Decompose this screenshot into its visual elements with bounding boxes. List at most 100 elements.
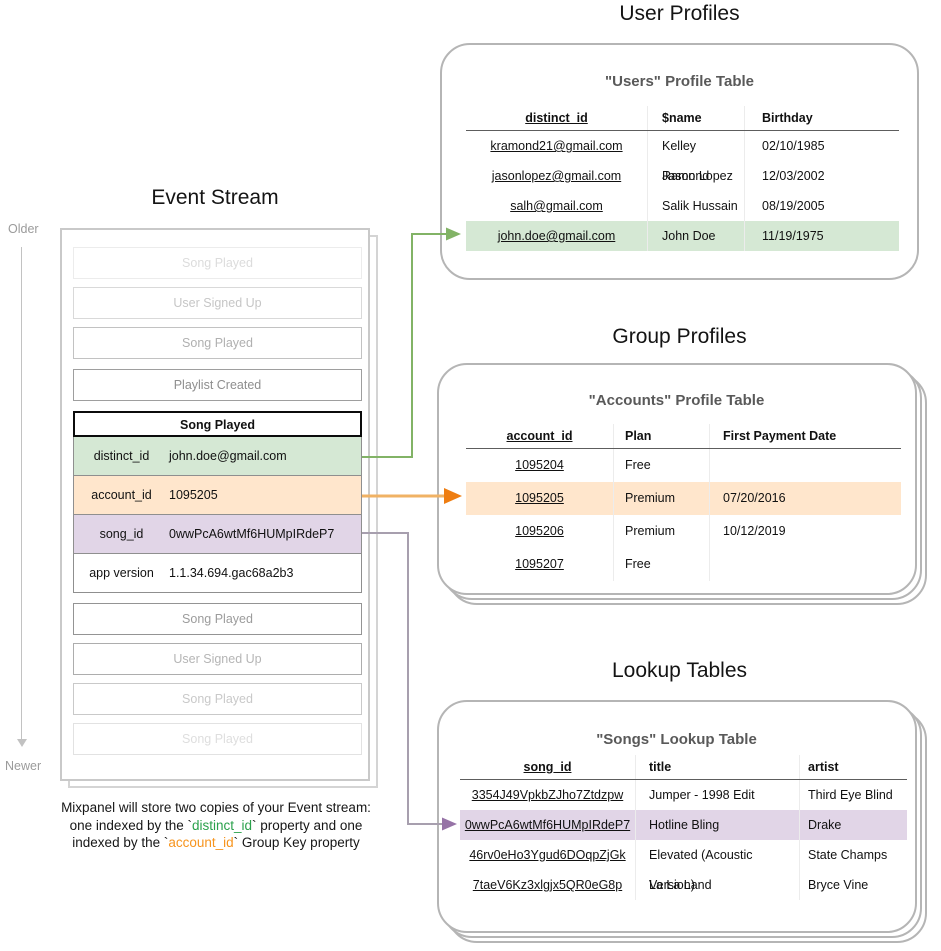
selected-event-title: Song Played	[73, 411, 362, 437]
older-label: Older	[8, 222, 39, 236]
property-value: 1.1.34.694.gac68a2b3	[169, 566, 294, 580]
newer-label: Newer	[5, 759, 42, 773]
cell-distinct-id: salh@gmail.com	[466, 191, 648, 221]
cell-artist: Third Eye Blind	[808, 788, 893, 802]
table-row: jasonlopez@gmail.com Jason Lopez 12/03/2…	[466, 161, 899, 191]
selected-event-properties: distinct_id john.doe@gmail.com account_i…	[73, 437, 362, 593]
column-header-distinct-id: distinct_id	[466, 106, 648, 130]
event-property-row-song-id: song_id 0wwPcA6wtMf6HUMpIRdeP7	[74, 514, 361, 553]
table-row: 46rv0eHo3Ygud6DOqpZjGk Elevated (Acousti…	[460, 840, 907, 892]
cell-name: Salik Hussain	[648, 191, 745, 221]
event-item: Song Played	[73, 247, 362, 279]
column-header-song-id: song_id	[460, 755, 636, 779]
cell-birthday: 12/03/2002	[762, 169, 825, 183]
cell-name: Kelley Ramond	[648, 131, 745, 183]
property-key: song_id	[99, 527, 144, 541]
table-row: 7taeV6Kz3xlgjx5QR0eG8p La La Land Bryce …	[460, 870, 907, 900]
property-value: john.doe@gmail.com	[169, 449, 287, 463]
cell-name: Jason Lopez	[648, 161, 745, 191]
cell-birthday: 08/19/2005	[762, 199, 825, 213]
cell-birthday: 02/10/1985	[762, 139, 825, 153]
cell-first-payment-date: 10/12/2019	[723, 524, 786, 538]
table-row: 1095206 Premium 10/12/2019	[466, 515, 901, 548]
cell-plan: Free	[614, 548, 710, 581]
cell-distinct-id: kramond21@gmail.com	[466, 131, 648, 161]
cell-distinct-id: john.doe@gmail.com	[466, 221, 648, 251]
column-header-plan: Plan	[614, 424, 710, 448]
event-item: Song Played	[73, 723, 362, 755]
cell-birthday: 11/19/1975	[762, 229, 824, 243]
songs-table-title: "Songs" Lookup Table	[596, 731, 757, 748]
time-axis-line	[21, 247, 22, 739]
group-profiles-title: Group Profiles	[612, 325, 747, 348]
table-row-highlighted: john.doe@gmail.com John Doe 11/19/1975	[466, 221, 899, 251]
table-row: 1095207 Free	[466, 548, 901, 581]
caption-line-3: indexed by the `account_id` Group Key pr…	[72, 835, 360, 850]
column-header-first-payment-date: First Payment Date	[723, 429, 837, 443]
cell-plan: Premium	[614, 515, 710, 548]
cell-title: Elevated (Acoustic Version)	[636, 840, 800, 892]
users-table: distinct_id $name Birthday kramond21@gma…	[466, 106, 899, 251]
cell-artist: Bryce Vine	[808, 878, 869, 892]
cell-plan: Premium	[614, 482, 710, 515]
cell-first-payment-date	[710, 449, 901, 482]
cell-title: Jumper - 1998 Edit	[636, 780, 800, 810]
cell-name: John Doe	[648, 221, 745, 251]
cell-first-payment-date	[710, 548, 901, 581]
cell-first-payment-date: 07/20/2016	[723, 491, 786, 505]
accounts-table-header: account_id Plan First Payment Date	[466, 424, 901, 448]
users-table-title: "Users" Profile Table	[605, 73, 754, 90]
header-divider	[466, 448, 901, 449]
table-row: salh@gmail.com Salik Hussain 08/19/2005	[466, 191, 899, 221]
table-row: 3354J49VpkbZJho7Ztdzpw Jumper - 1998 Edi…	[460, 780, 907, 810]
header-divider	[466, 130, 899, 131]
property-value: 0wwPcA6wtMf6HUMpIRdeP7	[169, 527, 335, 541]
caption-line-1: Mixpanel will store two copies of your E…	[61, 800, 371, 815]
selected-event-card: Song Played distinct_id john.doe@gmail.c…	[73, 411, 362, 593]
cell-song-id: 46rv0eHo3Ygud6DOqpZjGk	[460, 840, 636, 870]
cell-account-id: 1095206	[466, 515, 614, 548]
users-table-header: distinct_id $name Birthday	[466, 106, 899, 130]
column-header-birthday: Birthday	[762, 111, 813, 125]
event-stream-title: Event Stream	[151, 186, 279, 209]
cell-account-id: 1095204	[466, 449, 614, 482]
cell-title: Hotline Bling	[636, 810, 800, 840]
cell-song-id: 0wwPcA6wtMf6HUMpIRdeP7	[460, 810, 636, 840]
cell-title: La La Land	[636, 870, 800, 900]
event-item: Playlist Created	[73, 369, 362, 401]
table-row-highlighted: 0wwPcA6wtMf6HUMpIRdeP7 Hotline Bling Dra…	[460, 810, 907, 840]
caption-line-2: one indexed by the `distinct_id` propert…	[69, 817, 363, 833]
column-header-artist: artist	[808, 760, 839, 774]
event-item: User Signed Up	[73, 287, 362, 319]
event-stream-caption: Mixpanel will store two copies of your E…	[38, 799, 394, 852]
cell-song-id: 3354J49VpkbZJho7Ztdzpw	[460, 780, 636, 810]
property-value: 1095205	[169, 488, 218, 502]
event-property-row-account-id: account_id 1095205	[74, 475, 361, 514]
property-key: app version	[89, 566, 154, 580]
cell-account-id: 1095205	[466, 482, 614, 515]
accounts-table-title: "Accounts" Profile Table	[588, 392, 765, 409]
table-row-highlighted: 1095205 Premium 07/20/2016	[466, 482, 901, 515]
accounts-table: account_id Plan First Payment Date 10952…	[466, 424, 901, 581]
table-row: kramond21@gmail.com Kelley Ramond 02/10/…	[466, 131, 899, 183]
cell-artist: Drake	[808, 818, 842, 832]
cell-song-id: 7taeV6Kz3xlgjx5QR0eG8p	[460, 870, 636, 900]
distinct-id-token: distinct_id	[191, 817, 253, 833]
column-header-name: $name	[648, 106, 745, 130]
cell-artist: State Champs	[808, 848, 888, 862]
event-property-row-app-version: app version 1.1.34.694.gac68a2b3	[74, 553, 361, 592]
event-item: Song Played	[73, 683, 362, 715]
songs-table-header: song_id title artist	[460, 755, 907, 779]
event-item: Song Played	[73, 603, 362, 635]
group-profiles-card	[437, 363, 917, 595]
event-property-row-distinct-id: distinct_id john.doe@gmail.com	[74, 437, 361, 475]
property-key: account_id	[91, 488, 152, 502]
table-row: 1095204 Free	[466, 449, 901, 482]
cell-distinct-id: jasonlopez@gmail.com	[466, 161, 648, 191]
songs-table: song_id title artist 3354J49VpkbZJho7Ztd…	[460, 755, 907, 900]
column-header-title: title	[636, 755, 800, 779]
header-divider	[460, 779, 907, 780]
property-key: distinct_id	[93, 449, 150, 463]
event-item: Song Played	[73, 327, 362, 359]
